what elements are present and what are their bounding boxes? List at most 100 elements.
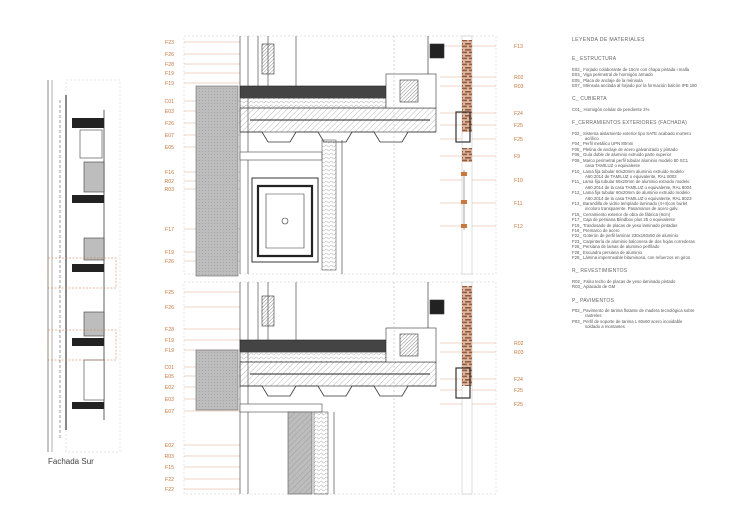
legend-item: F17_ Caja de persiana Blindbox plus 25 o… (572, 217, 675, 223)
code-label: F19 (165, 338, 174, 344)
legend-item: F26_ Persiana de lamas de aluminio perfi… (572, 244, 660, 250)
legend-item: F19_ Trasdosado de placas de yeso lamina… (572, 222, 678, 228)
code-label: F28 (165, 62, 174, 68)
legend-title: LEYENDA DE MATERIALES (572, 37, 645, 43)
detail-top-left-codes: F23 F26 F28 F19 F19 C01 E03 F26 E07 E05 … (164, 40, 174, 265)
legend-item: A60.2014 de la casa TAMILUZ o equivalent… (585, 195, 692, 201)
code-label: E05 (165, 145, 174, 151)
code-label: E07 (165, 133, 174, 139)
code-label: F17 (165, 227, 174, 233)
legend-section: E_ ESTRUCTURA E02_ Forjado colaborante de… (572, 56, 744, 89)
code-label: R02 (514, 341, 524, 347)
code-label: F16 (165, 170, 174, 176)
legend-item: acrílico (585, 136, 599, 142)
code-label: F25 (514, 388, 523, 394)
legend-item: C01_ Hormigón celular de pendiente 2% (572, 106, 650, 112)
code-label: F24 (514, 111, 523, 117)
code-label: F10 (514, 178, 523, 184)
code-label: R03 (164, 454, 174, 460)
code-label: R03 (514, 350, 524, 356)
legend-item: F05_ Pletina de anclaje de acero galvani… (572, 146, 678, 152)
legend-section: F_CERRAMIENTOS EXTERIORES (FACHADA) F02_ … (572, 120, 744, 260)
legend-item: F02_ Sistema aislamiento exterior tipo S… (572, 130, 691, 136)
code-label: E03 (165, 109, 174, 115)
legend-item: soldado a montantes (585, 324, 625, 330)
legend-item: P02_ Pavimento de tarima flotante de mad… (572, 308, 695, 314)
section-detail-frame (183, 35, 497, 495)
legend-item: P03_ Perfil de soporte de tarima L 60x60… (572, 318, 683, 324)
code-label: E05 (165, 374, 174, 380)
legend-section: C_ CUBIERTA C01_ Hormigón celular de pend… (572, 97, 744, 112)
code-label: E07 (165, 409, 174, 415)
legend-section-heading: R_ REVESTIMIENTOS (572, 268, 628, 275)
legend-item: F15_ Cerramiento exterior de obra de fáb… (572, 211, 671, 217)
code-label: R03 (164, 187, 174, 193)
legend-item: F23_ Carpintería de aluminio balconera d… (572, 238, 695, 244)
code-label: F19 (165, 81, 174, 87)
code-label: F22 (165, 487, 174, 493)
code-label: R02 (164, 179, 174, 185)
legend-item: F28_ Escuadra persiana de aluminio (572, 249, 642, 255)
legend-item: F19_ Premarco de acero (572, 227, 620, 233)
elevation-caption: Fachada Sur (48, 457, 94, 466)
code-label: F19 (165, 250, 174, 256)
code-label: F15 (165, 465, 174, 471)
legend-item: F12_ Lama fija tubular 60x20mm de alumin… (572, 190, 690, 196)
legend-item: F29_ Lámina impermeable bituminosa, con … (572, 255, 690, 260)
legend-item: R03_ Aplacado de GM (572, 284, 616, 290)
legend-item: F06_ Guía doble de aluminio extruido par… (572, 152, 672, 158)
code-label: E02 (165, 443, 174, 449)
legend-sections: E_ ESTRUCTURA E02_ Forjado colaborante de… (572, 56, 744, 330)
legend-item: rastreles (585, 313, 602, 319)
code-label: F25 (165, 290, 174, 296)
legend-item: F13_ Barandilla de vidrio templado lamin… (572, 200, 688, 206)
legend-item: E07_ Ménsula anclada al forjado por la f… (572, 83, 697, 89)
code-label: R02 (514, 75, 524, 81)
code-label: F24 (514, 377, 523, 383)
code-label: R03 (514, 84, 524, 90)
code-label: F23 (165, 40, 174, 46)
detail-bottom-left-codes: F25 F26 F28 F19 F19 C01 E05 E02 E03 E07 … (164, 290, 174, 493)
detail-bottom-right-codes: R02 R03 F24 F25 F25 (514, 341, 524, 408)
code-label: F13 (514, 44, 523, 50)
legend-section-heading: C_ CUBIERTA (572, 96, 607, 103)
legend-item: F09_ Marco perimetral perfil tubular alu… (572, 157, 689, 163)
legend-item: F22_ Goterón de perfil laminar 230x180x5… (572, 233, 679, 239)
code-label: F25 (514, 137, 523, 143)
legend-item: incoloro transparente. Pasamanos de acer… (585, 206, 679, 212)
legend-item: E02_ Forjado colaborante de 15cm con cha… (572, 66, 690, 72)
legend-item: F11_ Lama fija tubular 60x20mm de alumin… (572, 179, 690, 185)
code-label: F26 (165, 121, 174, 127)
code-label: F26 (165, 305, 174, 311)
code-label: F25 (514, 123, 523, 129)
legend-item: A60.2014 de la casa TAMILUZ o equivalent… (585, 184, 692, 190)
code-label: F26 (165, 259, 174, 265)
code-label: F11 (514, 201, 523, 207)
facade-elevation (47, 79, 121, 453)
legend-item: F10_ Lama fija tubular 60x20mm aluminio … (572, 168, 684, 174)
materials-legend: LEYENDA DE MATERIALES E_ ESTRUCTURA E02_ … (572, 37, 744, 339)
legend-section-heading: F_CERRAMIENTOS EXTERIORES (FACHADA) (572, 120, 687, 127)
legend-item: A60.2014 de TAMILUZ o equivalente, RAL 8… (585, 173, 677, 179)
legend-item: E03_ Viga perimetral de hormigón armado (572, 72, 653, 78)
code-label: E02 (165, 385, 174, 391)
detail-top (184, 35, 496, 277)
legend-section: R_ REVESTIMIENTOS R02_ Falso techo de pla… (572, 268, 744, 290)
code-label: F26 (165, 52, 174, 58)
code-label: F19 (165, 71, 174, 77)
code-label: F9 (514, 154, 520, 160)
code-label: C01 (164, 365, 174, 371)
code-label: F19 (165, 348, 174, 354)
code-label: F25 (514, 402, 523, 408)
code-label: F28 (165, 327, 174, 333)
code-label: C01 (164, 99, 174, 105)
detail-top-right-codes: F13 R02 R03 F24 F25 F25 F9 F10 F11 F12 (514, 44, 524, 230)
legend-item: R02_ Falso techo de placas de yeso lamin… (572, 278, 676, 284)
legend-section-heading: E_ ESTRUCTURA (572, 56, 617, 63)
legend-item: casa TAMILUZ o equivalente (585, 163, 641, 169)
detail-bottom (184, 281, 496, 495)
legend-item: E05_ Placa de anclaje de la ménsula (572, 77, 643, 83)
code-label: F22 (165, 477, 174, 483)
